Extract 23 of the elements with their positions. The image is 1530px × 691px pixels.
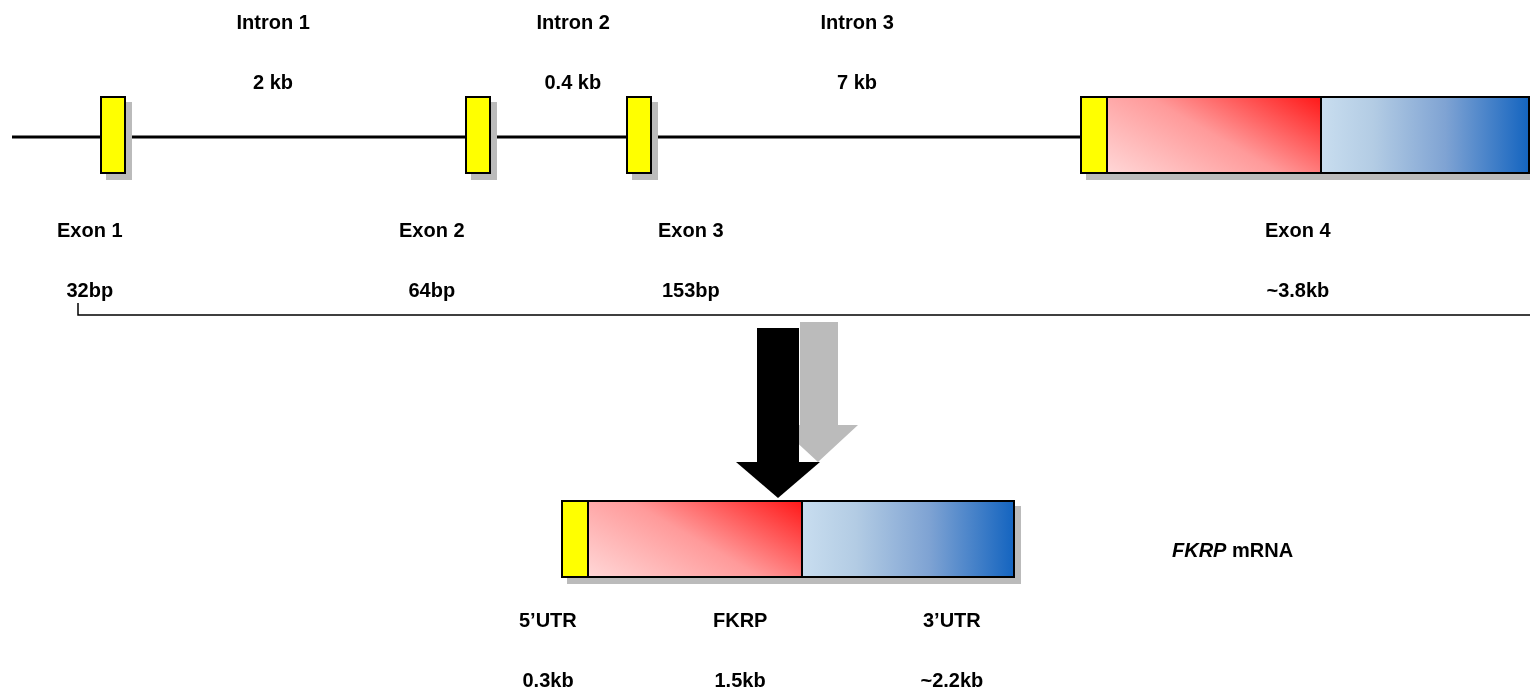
intron-name: Intron 3 [820,10,894,34]
size-label: 153bp [662,278,720,302]
size-label: 0.4 kb [544,70,602,94]
region-name: 3’UTR [923,608,981,632]
region-name: Exon 2 [399,218,465,242]
size-label: 1.5kb [714,668,766,691]
mrna-label: FKRP mRNA [1172,538,1294,562]
intron-name: Intron 1 [236,10,310,34]
size-label: 64bp [408,278,456,302]
region-name: 5’UTR [519,608,577,632]
size-label: 2 kb [253,70,294,94]
region-name: Exon 3 [658,218,724,242]
size-label: 7 kb [837,70,878,94]
size-label: 0.3kb [522,668,574,691]
size-label: ~2.2kb [920,668,984,691]
intron-name: Intron 2 [536,10,610,34]
exon-name: Exon 4 [1265,218,1331,242]
region-name: FKRP [713,608,768,632]
intron-line [12,135,100,139]
size-label: 32bp [66,278,114,302]
arrow [736,328,820,498]
size-label: ~3.8kb [1266,278,1330,302]
region-name: Exon 1 [57,218,123,242]
